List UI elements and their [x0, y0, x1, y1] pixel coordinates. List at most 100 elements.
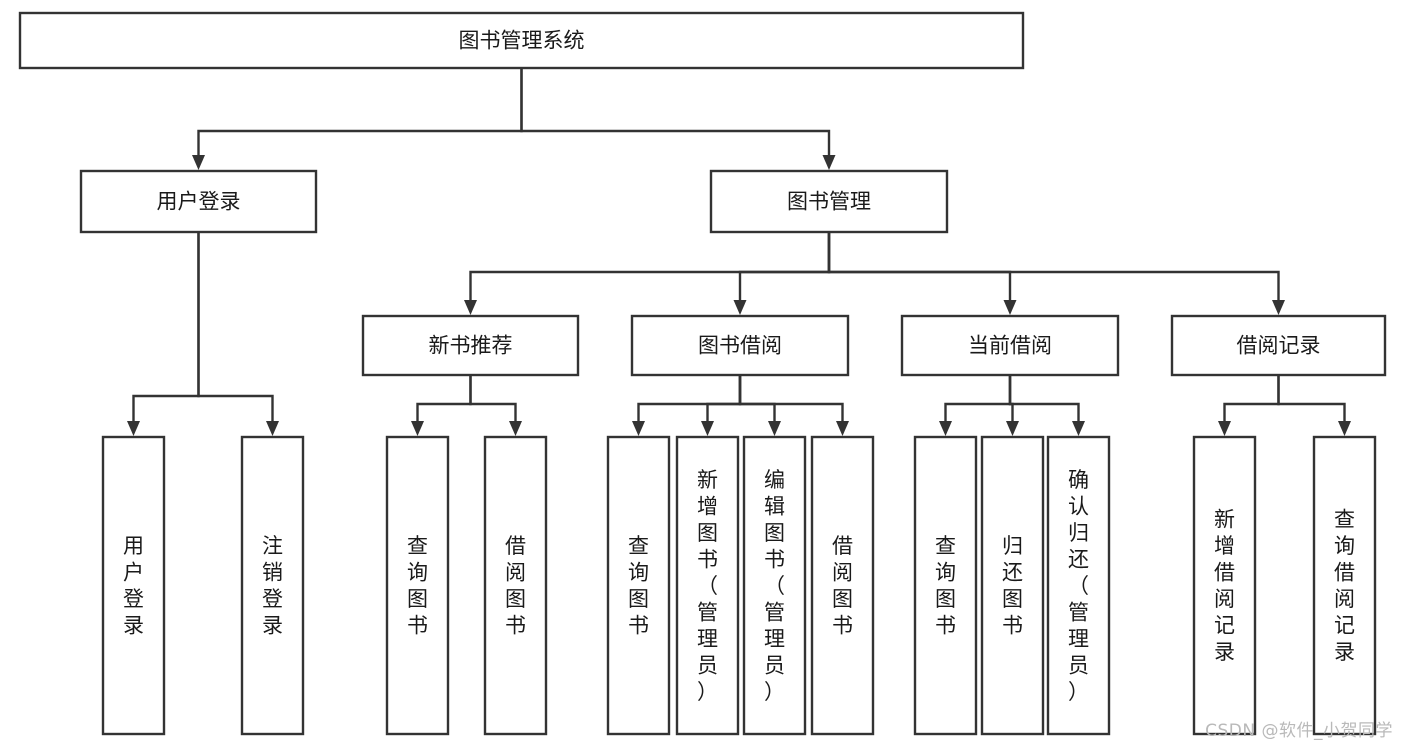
node-label-leaf-return-book: 归还图书 [1002, 534, 1023, 638]
connector-book-manage-to-borrow-record [827, 232, 1285, 315]
node-box-leaf-return-book [980, 435, 1045, 736]
arrow-head-icon [1338, 421, 1351, 436]
connector-book-manage-to-new-book-recommend [464, 232, 831, 315]
node-label-leaf-query-book-current: 查询图书 [935, 534, 956, 638]
node-box-new-book-recommend [361, 314, 580, 377]
node-label-leaf-user-login: 用户登录 [123, 534, 144, 638]
node-label-leaf-query-borrow-record: 查询借阅记录 [1334, 508, 1355, 665]
arrow-head-icon [127, 421, 140, 436]
node-label-leaf-query-book-borrow: 查询图书 [628, 534, 649, 638]
node-label-book-borrow: 图书借阅 [698, 334, 782, 358]
node-leaf-add-borrow-record[interactable]: 新增借阅记录 [1192, 435, 1257, 736]
node-leaf-query-book-borrow[interactable]: 查询图书 [606, 435, 671, 736]
connector-current-borrow-to-leaf-query-book-current [939, 375, 1012, 436]
node-label-leaf-confirm-return: 确认归还（管理员） [1068, 468, 1089, 704]
connector-new-book-recommend-to-leaf-borrow-book-recommend [469, 375, 522, 436]
node-borrow-record[interactable]: 借阅记录 [1170, 314, 1387, 377]
connector-root-to-user-login [192, 68, 523, 170]
arrow-head-icon [836, 421, 849, 436]
node-box-root [18, 11, 1025, 70]
node-label-leaf-borrow-book-recommend: 借阅图书 [505, 534, 526, 638]
arrow-head-icon [509, 421, 522, 436]
node-leaf-confirm-return[interactable]: 确认归还（管理员） [1046, 435, 1111, 736]
node-label-leaf-add-borrow-record: 新增借阅记录 [1214, 508, 1235, 665]
node-box-leaf-confirm-return [1046, 435, 1111, 736]
arrow-head-icon [632, 421, 645, 436]
connector-new-book-recommend-to-leaf-query-book-recommend [411, 375, 472, 436]
node-label-leaf-edit-book: 编辑图书（管理员） [764, 468, 785, 704]
node-new-book-recommend[interactable]: 新书推荐 [361, 314, 580, 377]
node-label-new-book-recommend: 新书推荐 [429, 334, 513, 358]
csdn-watermark: CSDN @软件_小贺同学 [1205, 721, 1393, 741]
node-box-leaf-user-logout [240, 435, 305, 736]
node-leaf-borrow-book-recommend[interactable]: 借阅图书 [483, 435, 548, 736]
arrow-head-icon [701, 421, 714, 436]
node-box-leaf-borrow-book-recommend [483, 435, 548, 736]
connector-current-borrow-to-leaf-confirm-return [1008, 375, 1085, 436]
node-box-leaf-query-borrow-record [1312, 435, 1377, 736]
arrow-head-icon [1006, 421, 1019, 436]
node-box-current-borrow [900, 314, 1120, 377]
arrow-head-icon [822, 155, 836, 170]
node-box-borrow-record [1170, 314, 1387, 377]
node-leaf-query-borrow-record[interactable]: 查询借阅记录 [1312, 435, 1377, 736]
node-label-leaf-add-book: 新增图书（管理员） [697, 468, 718, 704]
connector-root-to-book-manage [520, 68, 836, 170]
node-label-current-borrow: 当前借阅 [968, 334, 1052, 358]
node-leaf-user-login[interactable]: 用户登录 [101, 435, 166, 736]
arrow-head-icon [939, 421, 952, 436]
node-box-leaf-query-book-borrow [606, 435, 671, 736]
node-box-leaf-add-book [675, 435, 740, 736]
connector-current-borrow-to-leaf-return-book [1006, 375, 1019, 436]
connector-book-manage-to-current-borrow [827, 232, 1017, 315]
connector-book-borrow-to-leaf-edit-book [738, 375, 781, 436]
node-box-leaf-add-borrow-record [1192, 435, 1257, 736]
arrow-head-icon [768, 421, 781, 436]
node-box-leaf-user-login [101, 435, 166, 736]
connector-book-borrow-to-leaf-add-book [701, 375, 742, 436]
node-box-leaf-query-book-current [913, 435, 978, 736]
node-box-leaf-edit-book [742, 435, 807, 736]
arrow-head-icon [1003, 300, 1017, 315]
node-book-borrow[interactable]: 图书借阅 [630, 314, 850, 377]
node-label-borrow-record: 借阅记录 [1237, 334, 1321, 358]
arrow-head-icon [1272, 300, 1285, 315]
arrow-head-icon [1218, 421, 1231, 436]
connector-book-borrow-to-leaf-query-book-borrow [632, 375, 742, 436]
node-leaf-user-logout[interactable]: 注销登录 [240, 435, 305, 736]
arrow-head-icon [411, 421, 424, 436]
node-root[interactable]: 图书管理系统 [18, 11, 1025, 70]
connector-borrow-record-to-leaf-query-borrow-record [1277, 375, 1351, 436]
node-leaf-edit-book[interactable]: 编辑图书（管理员） [742, 435, 807, 736]
node-leaf-add-book[interactable]: 新增图书（管理员） [675, 435, 740, 736]
node-box-leaf-borrow-book [810, 435, 875, 736]
node-label-root: 图书管理系统 [459, 29, 585, 53]
node-user-login[interactable]: 用户登录 [79, 169, 318, 234]
node-label-book-manage: 图书管理 [787, 190, 871, 214]
node-label-user-login: 用户登录 [157, 190, 241, 214]
node-book-manage[interactable]: 图书管理 [709, 169, 949, 234]
node-leaf-query-book-current[interactable]: 查询图书 [913, 435, 978, 736]
connector-user-login-to-leaf-user-logout [197, 232, 279, 436]
node-leaf-borrow-book[interactable]: 借阅图书 [810, 435, 875, 736]
arrow-head-icon [266, 421, 279, 436]
connector-layer [127, 68, 1351, 436]
arrow-head-icon [192, 155, 205, 170]
node-label-leaf-borrow-book: 借阅图书 [832, 534, 853, 638]
arrow-head-icon [733, 300, 747, 315]
node-box-leaf-query-book-recommend [385, 435, 450, 736]
connector-borrow-record-to-leaf-add-borrow-record [1218, 375, 1280, 436]
node-leaf-return-book[interactable]: 归还图书 [980, 435, 1045, 736]
node-leaf-query-book-recommend[interactable]: 查询图书 [385, 435, 450, 736]
connector-user-login-to-leaf-user-login [127, 232, 200, 436]
node-current-borrow[interactable]: 当前借阅 [900, 314, 1120, 377]
arrow-head-icon [464, 300, 477, 315]
connector-book-manage-to-book-borrow [733, 232, 831, 315]
node-label-leaf-query-book-recommend: 查询图书 [407, 534, 428, 638]
connector-book-borrow-to-leaf-borrow-book [738, 375, 849, 436]
node-box-user-login [79, 169, 318, 234]
arrow-head-icon [1072, 421, 1085, 436]
node-layer: 图书管理系统用户登录图书管理新书推荐图书借阅当前借阅借阅记录用户登录注销登录查询… [18, 11, 1387, 736]
